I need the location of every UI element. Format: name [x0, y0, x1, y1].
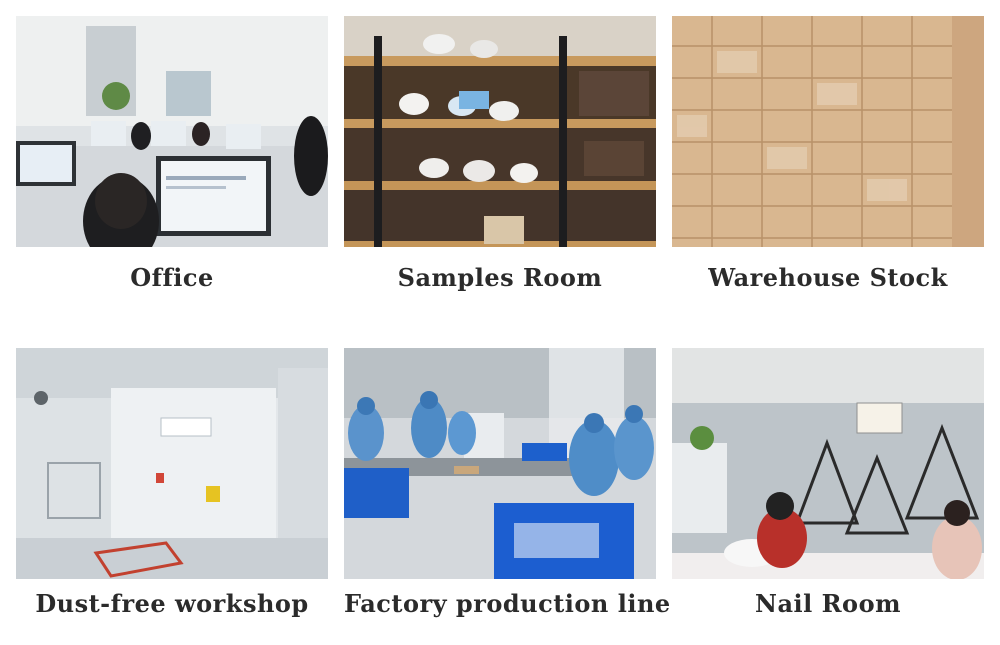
warehouse-stock-caption: Warehouse Stock [708, 263, 948, 292]
factory-production-line-photo [344, 348, 656, 579]
office-caption: Office [130, 263, 214, 292]
samples-room-caption: Samples Room [397, 263, 603, 292]
nail-room-caption: Nail Room [755, 589, 901, 618]
dust-free-workshop-caption: Dust-free workshop [35, 589, 309, 618]
dust-free-workshop-photo [16, 348, 328, 579]
factory-production-line-caption: Factory production line [344, 589, 671, 618]
samples-room-photo [344, 16, 656, 247]
office-photo [16, 16, 328, 247]
nail-room-photo [672, 348, 984, 579]
warehouse-stock-photo [672, 16, 984, 247]
